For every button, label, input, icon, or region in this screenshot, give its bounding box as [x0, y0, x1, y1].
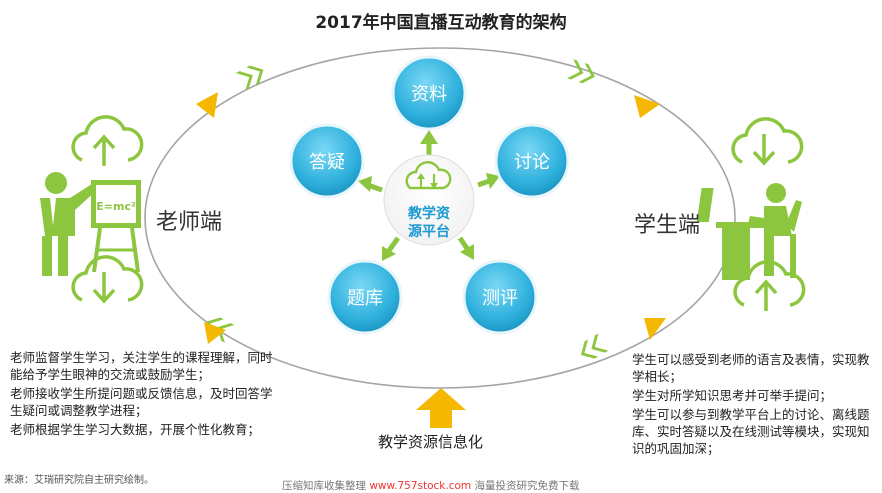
cycle-ellipse — [144, 47, 736, 389]
blackboard-text: E=mc² — [96, 200, 136, 213]
teacher-note: 老师接收学生所提问题或反馈信息，及时回答学生疑问或调整教学进程； — [10, 386, 273, 418]
teacher-note: 老师根据学生学习大数据，开展个性化教育； — [10, 422, 261, 437]
cloud-upload-icon — [71, 115, 144, 166]
student-note: 学生可以感受到老师的语言及表情，实现教学相长； — [632, 352, 870, 384]
triangle-bottom-right-icon — [644, 318, 666, 340]
node-materials: 资料 — [391, 55, 467, 131]
chevron-bottom-right-icon — [580, 333, 609, 359]
chevron-top-right-icon — [567, 59, 595, 84]
triangle-top-right-icon — [634, 95, 660, 118]
resource-informatization-label: 教学资源信息化 — [378, 433, 484, 451]
cloud-download-icon — [71, 255, 144, 304]
source-note: 来源：艾瑞研究院自主研究绘制。 — [4, 475, 154, 486]
svg-text:答疑: 答疑 — [309, 152, 345, 173]
student-note: 学生对所学知识思考并可举手提问； — [632, 388, 833, 403]
svg-text:资料: 资料 — [411, 84, 447, 105]
node-discussion: 讨论 — [494, 123, 570, 199]
platform-label-line2: 源平台 — [408, 223, 450, 240]
teacher-side-label: 老师端 — [156, 210, 223, 235]
student-icon — [696, 183, 802, 280]
svg-text:题库: 题库 — [347, 288, 383, 309]
up-arrow-icon — [416, 388, 466, 428]
student-side-label: 学生端 — [634, 213, 701, 238]
node-question-bank: 题库 — [327, 259, 403, 335]
blackboard-icon — [91, 180, 141, 273]
watermark: 压缩知库收集整理 www.757stock.com 海量投资研究免费下载 — [282, 478, 580, 493]
triangle-top-left-icon — [196, 92, 218, 118]
platform-label-line1: 教学资 — [408, 205, 450, 222]
teacher-note: 老师监督学生学习，关注学生的课程理解，同时能给予学生眼神的交流或鼓励学生； — [10, 350, 273, 382]
teacher-icon — [40, 172, 97, 276]
svg-text:讨论: 讨论 — [514, 152, 550, 173]
triangle-bottom-left-icon — [204, 322, 226, 344]
node-assessment: 测评 — [462, 259, 538, 335]
watermark-site: www.757stock.com — [369, 480, 472, 492]
node-qa: 答疑 — [289, 123, 365, 199]
student-notes: 学生可以感受到老师的语言及表情，实现教学相长； 学生对所学知识思考并可举手提问；… — [632, 351, 880, 459]
student-note: 学生可以参与到教学平台上的讨论、离线题库、实时答疑以及在线测试等模块，实现知识的… — [632, 407, 870, 456]
cloud-sync-icon — [405, 161, 452, 190]
cloud-upload-icon — [733, 260, 806, 311]
teacher-notes: 老师监督学生学习，关注学生的课程理解，同时能给予学生眼神的交流或鼓励学生； 老师… — [10, 349, 280, 440]
watermark-suffix: 海量投资研究免费下载 — [474, 480, 580, 492]
svg-text:测评: 测评 — [482, 288, 518, 309]
watermark-prefix: 压缩知库收集整理 — [282, 480, 366, 492]
cloud-download-icon — [731, 117, 804, 166]
diagram-title: 2017年中国直播互动教育的架构 — [315, 13, 567, 33]
chevron-top-left-icon — [235, 65, 264, 91]
